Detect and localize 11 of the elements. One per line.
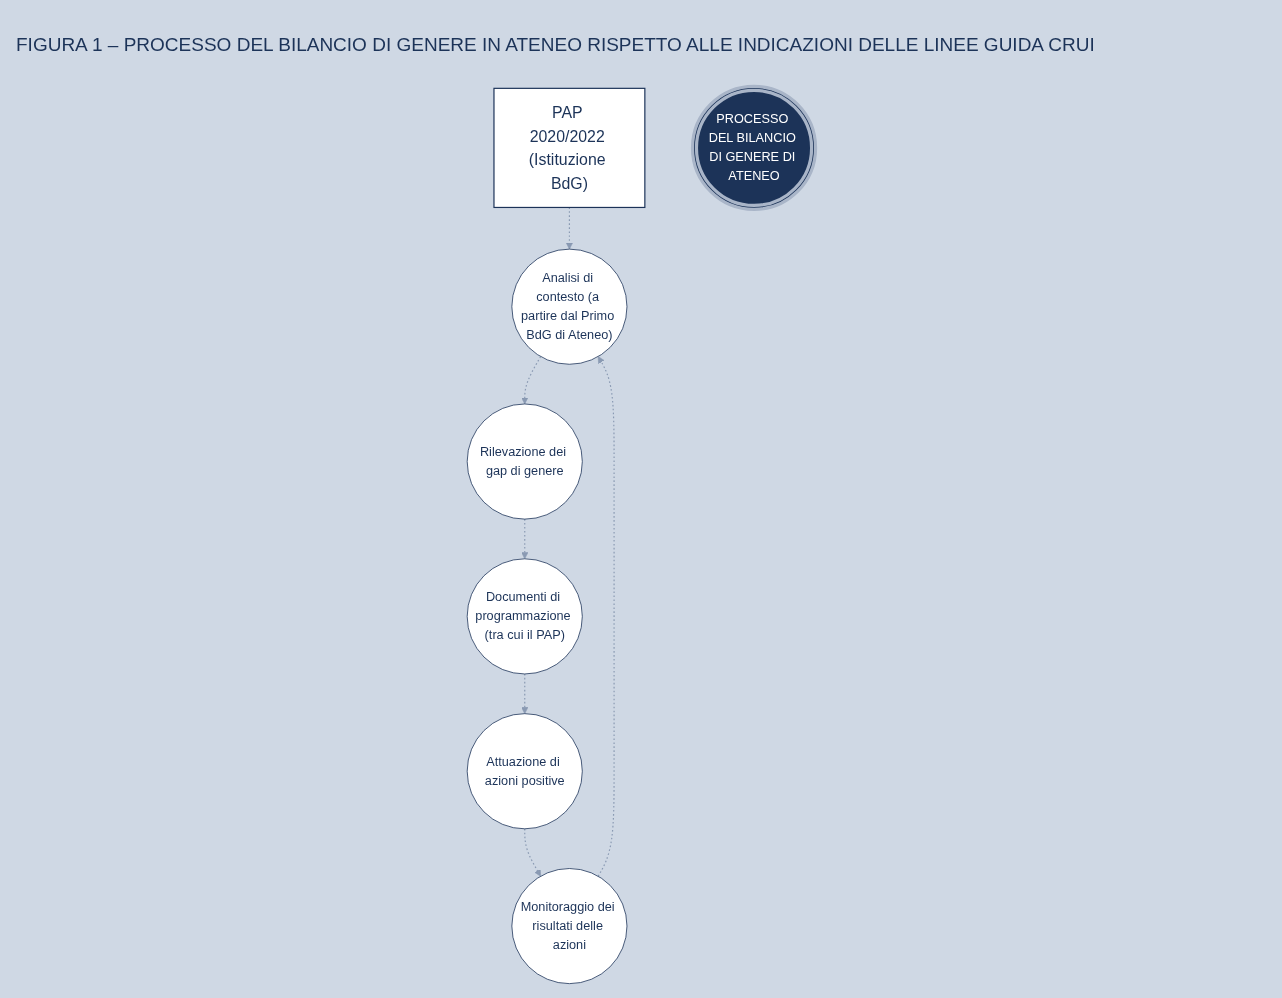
- node-circle: Analisi di contesto (a partire dal Primo BdG di Ateneo): [511, 248, 627, 365]
- node-circle: Attuazione di azioni positive: [466, 713, 583, 830]
- arrow: [520, 355, 541, 405]
- arrow: [520, 518, 528, 560]
- node-circle: Monitoraggio dei risultati delle azioni: [511, 868, 627, 985]
- figure-title: FIGURA 1 – PROCESSO DEL BILANCIO DI GENERE IN ATENEO RISPETTO ALLE INDICAZIONI DELLE LINEE GUIDA CRUI: [16, 34, 1095, 56]
- node-circle: Rilevazione dei gap di genere: [466, 403, 583, 520]
- node-circle: Documenti di programmazione (tra cui il PAP): [466, 558, 583, 675]
- node-box: PAP 2020/2022 (Istituzione BdG): [493, 87, 646, 209]
- arrow: [520, 673, 528, 714]
- arrow: [523, 828, 541, 877]
